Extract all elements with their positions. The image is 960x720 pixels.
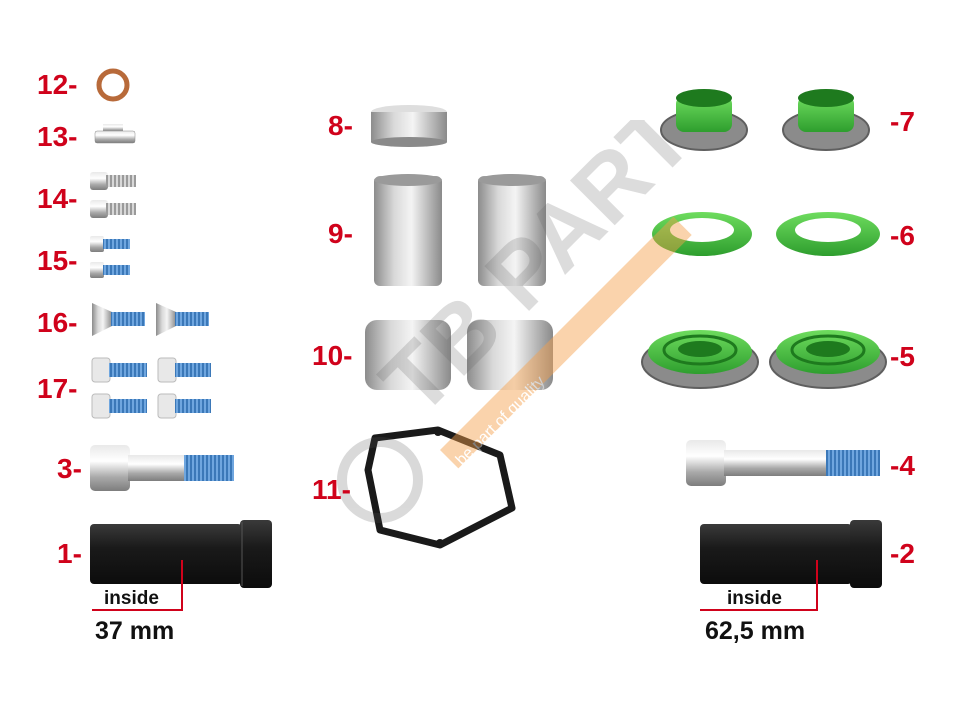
part-16-countersunk-screws [92, 303, 209, 336]
part-4-guide-bolt [686, 440, 880, 486]
dimension-marker-right [700, 560, 818, 611]
watermark-logo: TB PART be part of quality [337, 120, 710, 523]
label-1: 1- [57, 538, 82, 569]
part-15-bolts [90, 236, 130, 278]
label-3: 3- [57, 453, 82, 484]
label-12: 12- [37, 69, 78, 100]
label-14: 14- [37, 183, 78, 214]
label-11: 11- [312, 474, 351, 505]
label-9: 9- [328, 218, 353, 249]
label-2: -2 [890, 538, 915, 569]
part-11-gasket [364, 426, 516, 549]
part-14-bolts [90, 172, 136, 218]
label-6: -6 [890, 220, 915, 251]
dimension-right-value: 62,5 mm [705, 617, 806, 645]
part-2-guide-sleeve [700, 520, 882, 588]
part-17-screws [91, 357, 211, 419]
part-7-seals [660, 89, 870, 151]
label-8: 8- [328, 110, 353, 141]
part-5-bellow-seals [641, 330, 887, 389]
dimension-left-value: 37 mm [95, 617, 175, 645]
part-6-seal-rings [652, 212, 880, 256]
part-1-guide-sleeve [90, 520, 272, 588]
dimension-right-caption: inside [727, 588, 782, 609]
part-12-copper-washer [96, 68, 130, 102]
label-17: 17- [37, 373, 78, 404]
dimension-marker-left [92, 560, 183, 611]
label-7: -7 [890, 106, 915, 137]
label-16: 16- [37, 307, 78, 338]
label-15: 15- [37, 245, 78, 276]
part-8-cap [371, 105, 447, 147]
label-10: 10- [312, 340, 353, 371]
label-4: -4 [890, 450, 915, 481]
label-5: -5 [890, 341, 915, 372]
label-13: 13- [37, 121, 78, 152]
part-9-bushings [374, 174, 546, 286]
dimension-left-caption: inside [104, 588, 159, 609]
part-10-caps [365, 320, 553, 390]
part-3-guide-bolt [90, 445, 234, 491]
part-13-plug-screw [94, 124, 136, 144]
